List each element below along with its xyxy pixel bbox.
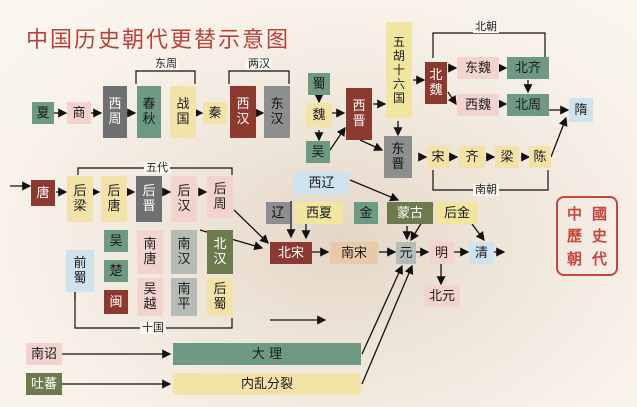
seal-char: 史 xyxy=(591,227,607,246)
node-shu: 蜀 xyxy=(308,73,330,95)
node-liao: 辽 xyxy=(266,202,290,224)
node-houshu: 后蜀 xyxy=(207,278,233,316)
node-neiluan: 内乱分裂 xyxy=(173,373,361,395)
node-beiqi: 北齐 xyxy=(507,57,549,79)
node-beisong: 北宋 xyxy=(270,242,312,264)
node-wei: 魏 xyxy=(306,103,332,127)
label-dongzhou: 东周 xyxy=(153,57,179,70)
node-qing: 清 xyxy=(469,242,494,264)
node-houtang: 后唐 xyxy=(101,176,127,222)
node-houjin-qing: 后金 xyxy=(436,202,478,224)
node-tubo: 吐蕃 xyxy=(26,373,62,395)
node-yuan: 元 xyxy=(396,242,416,264)
node-xizhou: 西周 xyxy=(103,86,127,138)
node-dongwei: 东魏 xyxy=(457,57,499,79)
node-xiliao: 西辽 xyxy=(294,172,349,194)
node-nanhan: 南汉 xyxy=(171,230,197,274)
node-xijin: 西晋 xyxy=(346,88,372,140)
node-xia: 夏 xyxy=(32,102,54,124)
label-beichao: 北朝 xyxy=(473,20,499,33)
node-nanping: 南平 xyxy=(171,278,197,316)
node-houliang: 后梁 xyxy=(67,176,93,222)
seal-char: 朝 xyxy=(566,250,582,269)
label-wudai: 五代 xyxy=(144,161,170,174)
node-tang: 唐 xyxy=(31,180,55,206)
node-beiyuan: 北元 xyxy=(424,285,460,307)
seal-char: 國 xyxy=(591,204,607,223)
node-houhan: 后汉 xyxy=(171,176,197,222)
node-houzhou: 后周 xyxy=(207,176,233,218)
node-qin: 秦 xyxy=(203,102,227,124)
node-dongjin: 东晋 xyxy=(384,136,412,178)
node-dali: 大 理 xyxy=(173,343,361,365)
node-beihan: 北汉 xyxy=(207,230,233,274)
node-wuyue: 吴越 xyxy=(137,278,163,316)
node-beiwei: 北魏 xyxy=(425,62,447,104)
node-liang: 梁 xyxy=(495,146,519,168)
seal-char: 代 xyxy=(591,250,607,269)
node-nanzhao: 南诏 xyxy=(26,343,62,365)
node-min: 闽 xyxy=(104,290,128,314)
diagram-title: 中国历史朝代更替示意图 xyxy=(26,28,291,53)
node-sui: 隋 xyxy=(569,98,593,122)
node-houjin: 后晋 xyxy=(136,176,162,222)
node-xiwei: 西魏 xyxy=(457,94,499,116)
node-wu: 吴 xyxy=(306,141,330,163)
node-wuhu: 五胡十六国 xyxy=(386,22,412,118)
node-zhanguo: 战国 xyxy=(170,86,196,138)
node-chunqiu: 春秋 xyxy=(137,86,161,138)
label-lianghan: 两汉 xyxy=(246,57,272,70)
node-shang: 商 xyxy=(67,102,91,124)
node-xixia: 西夏 xyxy=(295,202,343,224)
seal-char: 歷 xyxy=(566,227,582,246)
node-ming: 明 xyxy=(429,242,454,264)
seal-stamp: 中 國 歷 史 朝 代 xyxy=(556,196,618,276)
node-nantang: 南唐 xyxy=(137,230,163,274)
node-wu-shiguo: 吴 xyxy=(104,230,128,252)
node-chen: 陈 xyxy=(529,146,551,168)
node-song-nanchao: 宋 xyxy=(427,146,449,168)
node-beizhou: 北周 xyxy=(507,94,549,116)
label-shiguo: 十国 xyxy=(140,321,166,334)
node-jin: 金 xyxy=(354,202,378,224)
node-qianshu: 前蜀 xyxy=(66,250,94,292)
node-chu: 楚 xyxy=(104,260,128,282)
node-xihan: 西汉 xyxy=(230,86,256,138)
node-qi: 齐 xyxy=(459,146,485,168)
node-donghan: 东汉 xyxy=(264,86,290,138)
label-nanchao: 南朝 xyxy=(473,183,499,196)
seal-char: 中 xyxy=(566,204,582,223)
node-nansong: 南宋 xyxy=(330,242,378,264)
node-menggu: 蒙古 xyxy=(387,202,433,224)
